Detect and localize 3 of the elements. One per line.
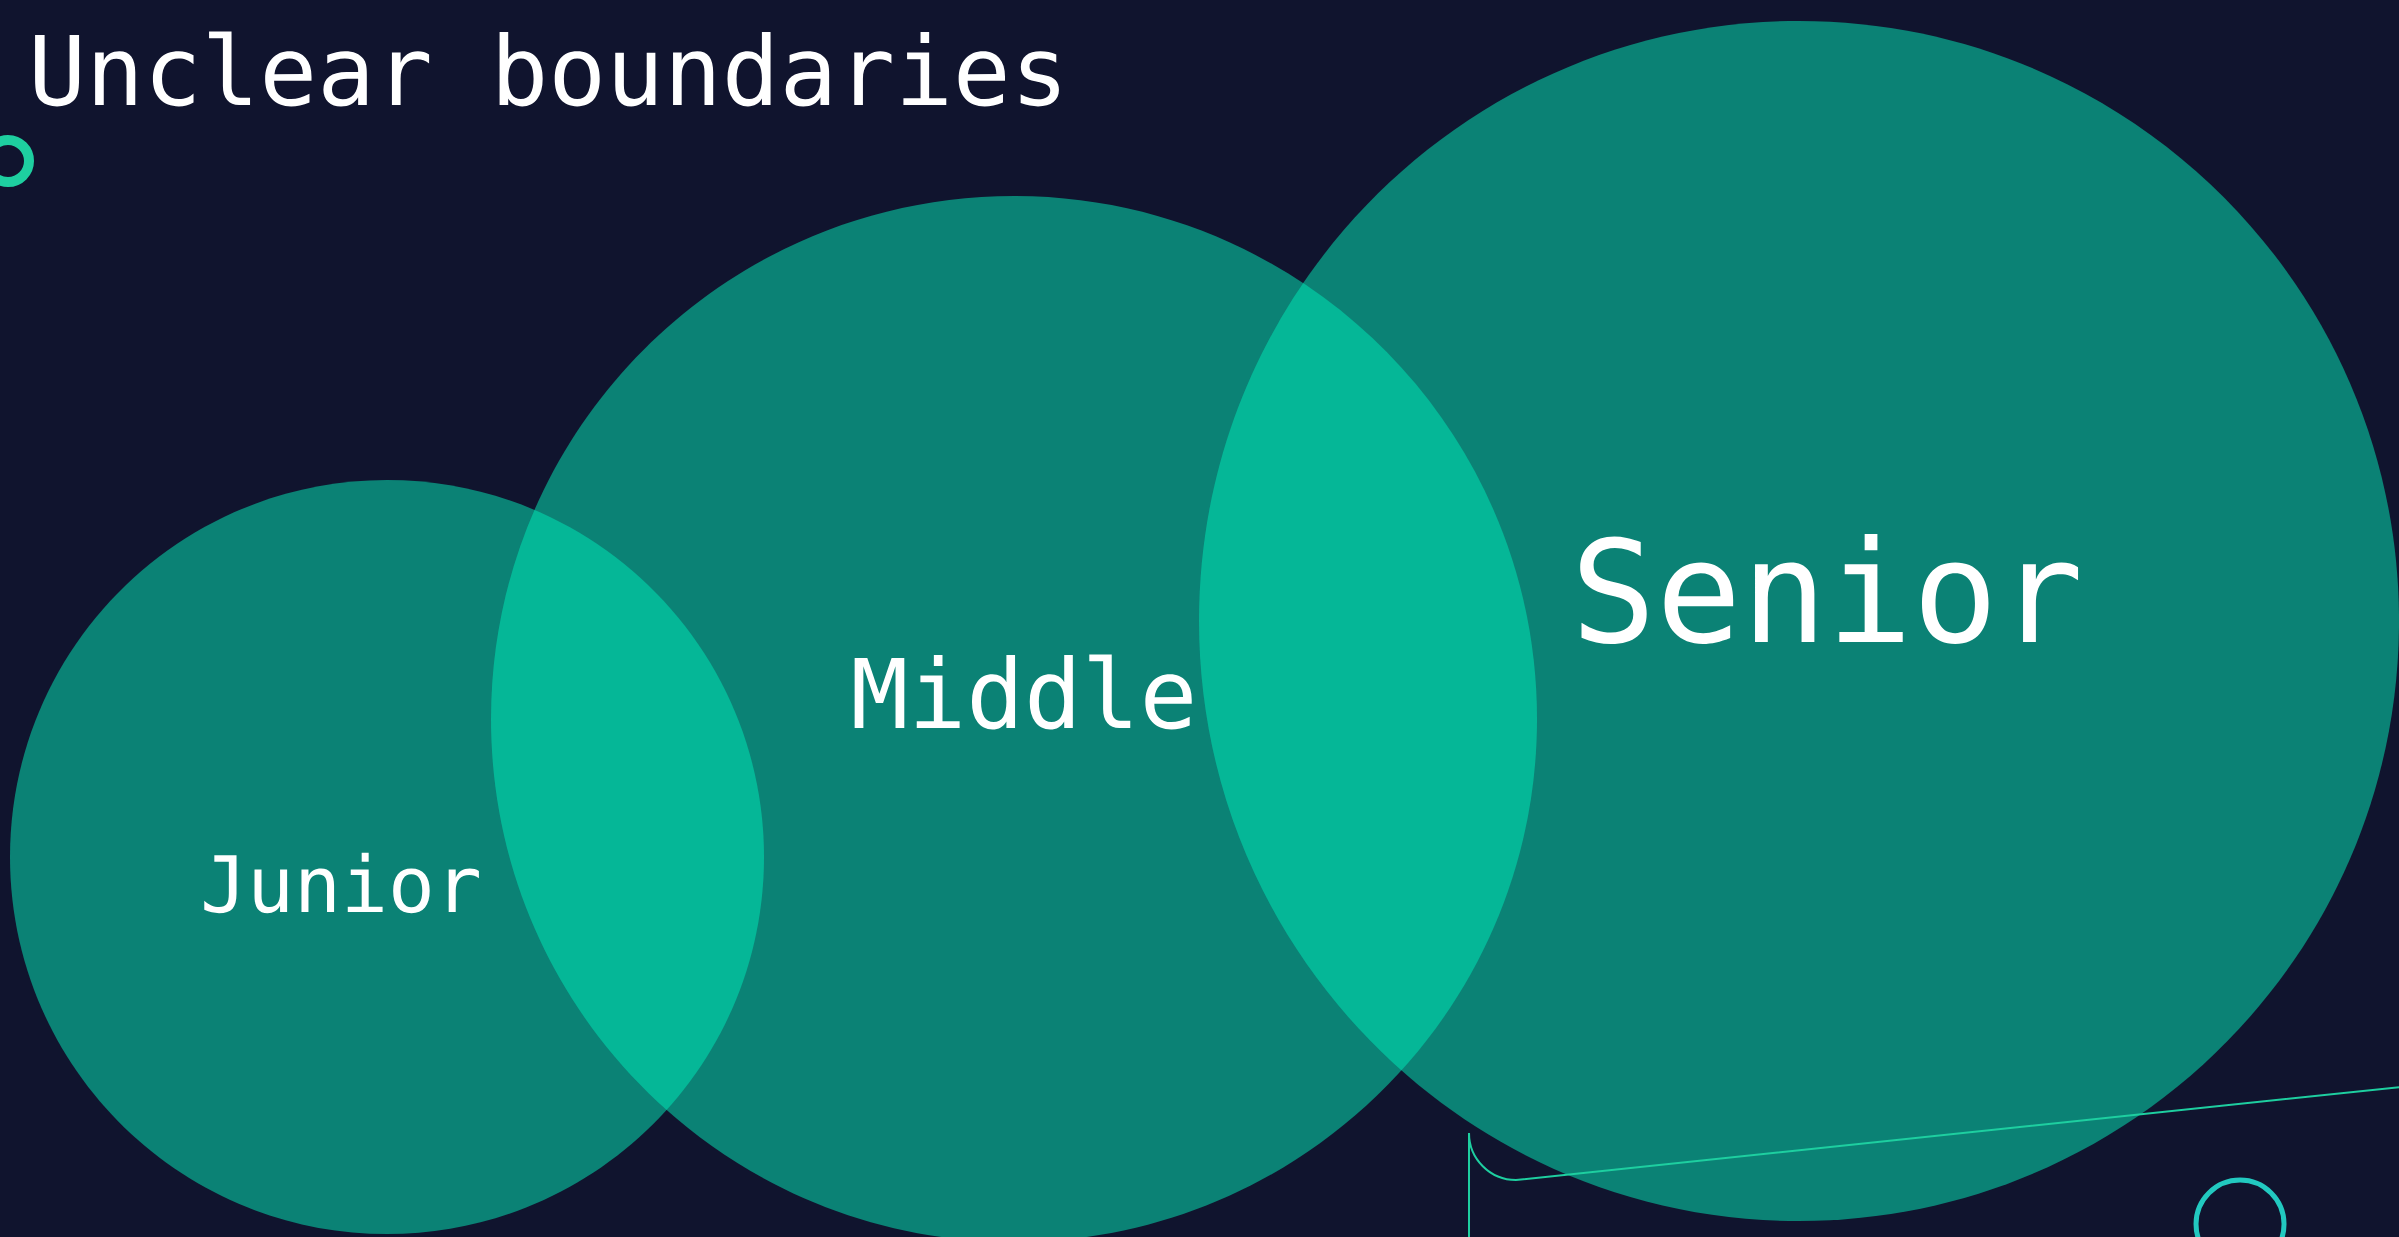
node-label: Middle	[854, 654, 1192, 730]
title: Unclear boundaries	[35, 31, 1059, 107]
node-label: Senior	[1580, 534, 2079, 644]
